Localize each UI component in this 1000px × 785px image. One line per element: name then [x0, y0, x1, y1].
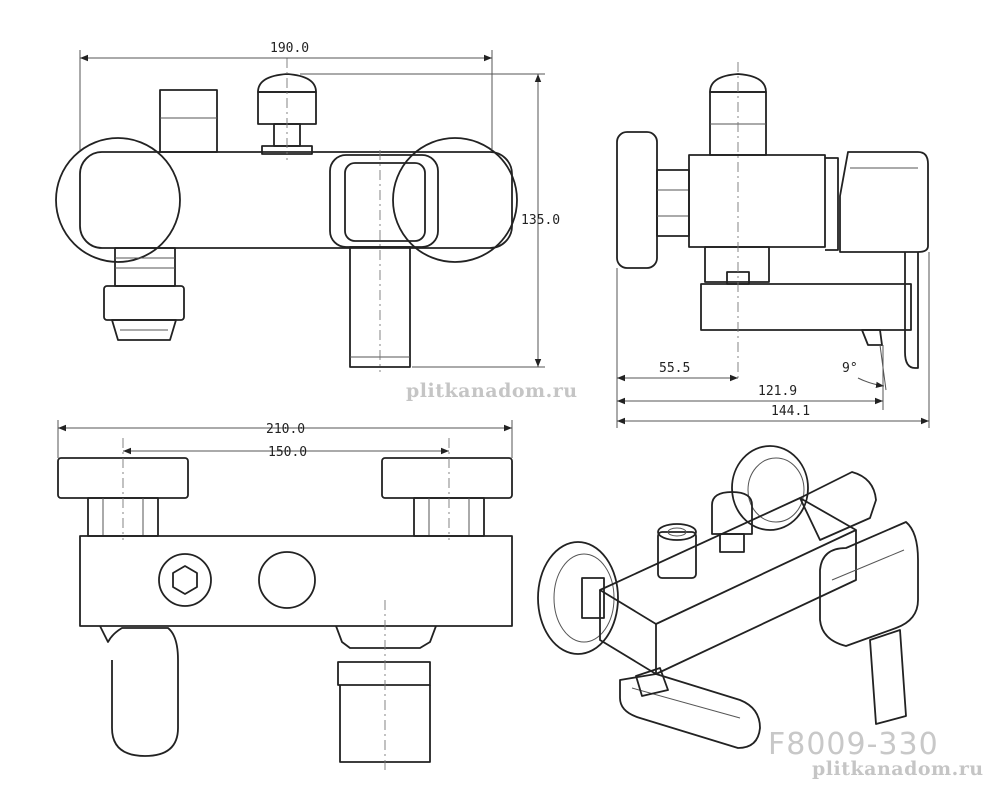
watermark-bottom: plitkanadom.ru [812, 758, 984, 780]
dim-bottom-width: 210.0 [266, 422, 305, 437]
dim-bottom-centers: 150.0 [268, 445, 307, 460]
dim-front-height: 135.0 [521, 213, 560, 228]
dim-side-d3: 144.1 [771, 404, 810, 419]
dim-front-width: 190.0 [270, 41, 309, 56]
dim-side-d2: 121.9 [758, 384, 797, 399]
watermark-top: plitkanadom.ru [406, 380, 578, 402]
dim-side-angle: 9° [842, 361, 858, 376]
front-view [55, 50, 545, 372]
side-view [616, 62, 930, 428]
isometric-view [537, 445, 919, 749]
bottom-view [57, 420, 513, 770]
dim-side-d1: 55.5 [659, 361, 690, 376]
model-code: F8009-330 [768, 727, 939, 762]
